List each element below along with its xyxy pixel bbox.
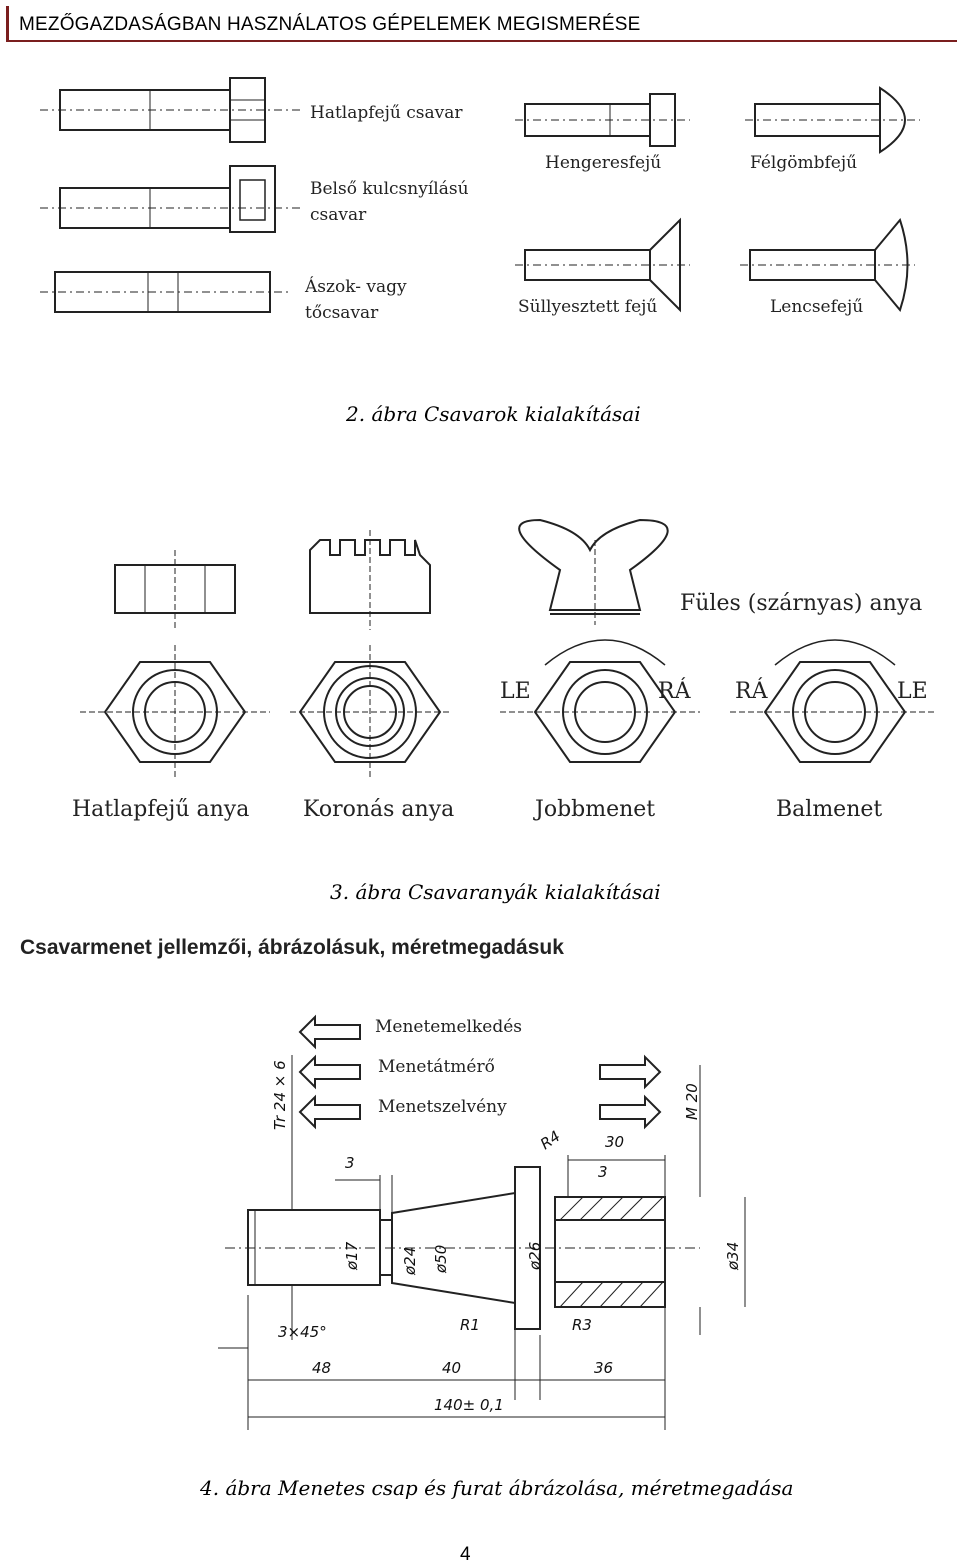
dim-3a: 3 <box>345 1154 355 1172</box>
figure-4-drawing: Menetemelkedés Menetátmérő Menetszelvény… <box>218 1014 746 1430</box>
legend-profile: Menetszelvény <box>378 1097 507 1117</box>
legend-pitch: Menetemelkedés <box>375 1017 522 1037</box>
header-title: MEZŐGAZDASÁGBAN HASZNÁLATOS GÉPELEMEK ME… <box>19 14 641 35</box>
label-ra-2: RÁ <box>735 677 769 704</box>
dim-r4: R4 <box>537 1127 564 1153</box>
figure-2-caption: 2. ábra Csavarok kialakításai <box>346 402 641 426</box>
label-socket-bolt-1: Belső kulcsnyílású <box>310 179 469 199</box>
section-title: Csavarmenet jellemzői, ábrázolásuk, mére… <box>20 936 564 959</box>
label-hex-nut: Hatlapfejű anya <box>72 797 249 822</box>
figure-3-nuts: Füles (szárnyas) anya LE RÁ RÁ LE Hatlap… <box>72 518 935 822</box>
label-countersunk: Süllyesztett fejű <box>518 297 657 317</box>
label-ra-1: RÁ <box>658 677 692 704</box>
dim-48: 48 <box>312 1359 331 1377</box>
label-raised-head: Lencsefejű <box>770 297 863 317</box>
legend-diameter: Menetátmérő <box>378 1057 495 1077</box>
dim-phi17: ø17 <box>343 1241 361 1271</box>
label-hex-bolt: Hatlapfejű csavar <box>310 103 463 123</box>
label-le-2: LE <box>897 679 928 704</box>
dim-chamfer: 3×45° <box>278 1323 327 1341</box>
figure-3-caption: 3. ábra Csavaranyák kialakításai <box>330 880 661 904</box>
dim-r3: R3 <box>572 1316 592 1334</box>
dim-36: 36 <box>594 1359 613 1377</box>
dim-m20: M 20 <box>683 1083 701 1120</box>
dim-tr: Tr 24 × 6 <box>271 1060 289 1130</box>
dim-40: 40 <box>442 1359 461 1377</box>
label-socket-bolt-2: csavar <box>310 205 367 225</box>
page-number: 4 <box>460 1544 471 1565</box>
dim-30: 30 <box>605 1133 624 1151</box>
figure-2-bolts: Hatlapfejű csavar Belső kulcsnyílású csa… <box>40 77 920 323</box>
label-castle-nut: Koronás anya <box>303 797 454 822</box>
label-wing-nut: Füles (szárnyas) anya <box>680 591 922 616</box>
label-le-1: LE <box>500 679 531 704</box>
label-stud-2: tőcsavar <box>305 303 379 323</box>
dim-r1: R1 <box>460 1316 480 1334</box>
dim-total: 140± 0,1 <box>434 1396 504 1414</box>
label-stud-1: Ászok- vagy <box>304 276 407 297</box>
dim-phi26: ø26 <box>526 1242 544 1271</box>
label-round-head: Félgömbfejű <box>750 153 857 173</box>
label-cheese-head: Hengeresfejű <box>545 153 661 173</box>
label-left-thread: Balmenet <box>776 797 882 822</box>
dim-phi34: ø34 <box>724 1242 742 1271</box>
dim-3b: 3 <box>598 1163 608 1181</box>
dim-phi50: ø50 <box>432 1245 450 1274</box>
label-right-thread: Jobbmenet <box>533 797 655 822</box>
figure-4-caption: 4. ábra Menetes csap és furat ábrázolása… <box>200 1476 794 1500</box>
page-header: MEZŐGAZDASÁGBAN HASZNÁLATOS GÉPELEMEK ME… <box>6 6 957 42</box>
dim-phi24: ø24 <box>401 1247 419 1276</box>
